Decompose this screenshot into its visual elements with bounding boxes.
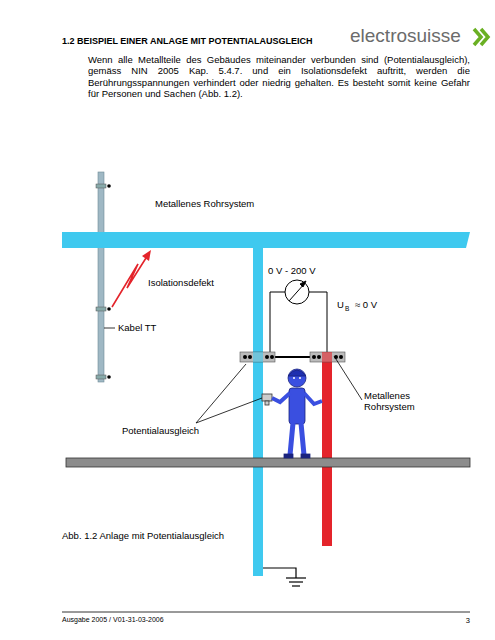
bonding-bar — [240, 352, 345, 362]
body-paragraph: Wenn alle Metallteile des Gebäudes mitei… — [88, 54, 470, 100]
pipe-red — [322, 352, 332, 546]
logo-chevrons — [474, 29, 488, 45]
touch-voltage: ≈ 0 V — [355, 299, 405, 310]
floor — [66, 458, 470, 467]
footer-rule — [62, 612, 470, 613]
footer-edition: Ausgabe 2005 / V01-31-03-2006 — [62, 616, 262, 624]
pipe-label: Metallenes Rohrsystem — [155, 198, 295, 209]
person — [272, 369, 322, 458]
pipe-blue — [253, 246, 263, 576]
figure-caption: Abb. 1.2 Anlage mit Potentialausgleich — [62, 530, 362, 541]
voltmeter — [270, 280, 327, 355]
bonding-label: Potentialausgleich — [122, 425, 232, 436]
insulation-defect — [112, 250, 151, 307]
logo-text: electrosuisse — [350, 25, 475, 48]
voltage-range: 0 V - 200 V — [268, 265, 348, 276]
pipe-label: Metallenes Rohrsystem — [364, 390, 440, 413]
leader-lines — [104, 328, 362, 423]
cable-label: Kabel TT — [118, 322, 188, 333]
voltage-subscript: B — [345, 305, 355, 313]
page-number: 3 — [440, 616, 470, 625]
ground-symbol — [263, 568, 306, 586]
pipe-horizontal — [62, 232, 470, 248]
defect-label: Isolationsdefekt — [148, 277, 248, 288]
tap — [262, 394, 272, 405]
cable — [96, 172, 111, 382]
